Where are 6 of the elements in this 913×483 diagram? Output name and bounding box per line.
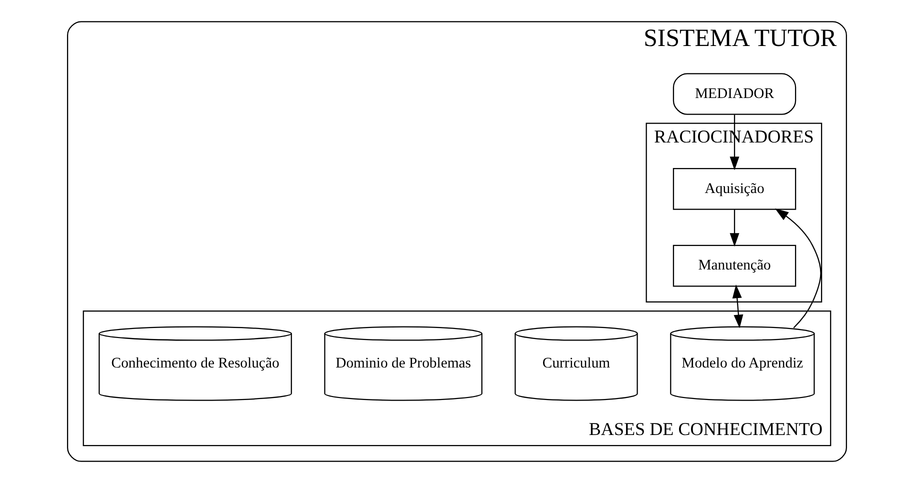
arrow — [774, 208, 821, 328]
node-box: Manutenção — [672, 244, 796, 287]
node-box: MEDIADOR — [672, 73, 796, 115]
node-box: Aquisição — [672, 168, 796, 210]
arrow — [729, 210, 739, 247]
arrow — [732, 284, 743, 328]
